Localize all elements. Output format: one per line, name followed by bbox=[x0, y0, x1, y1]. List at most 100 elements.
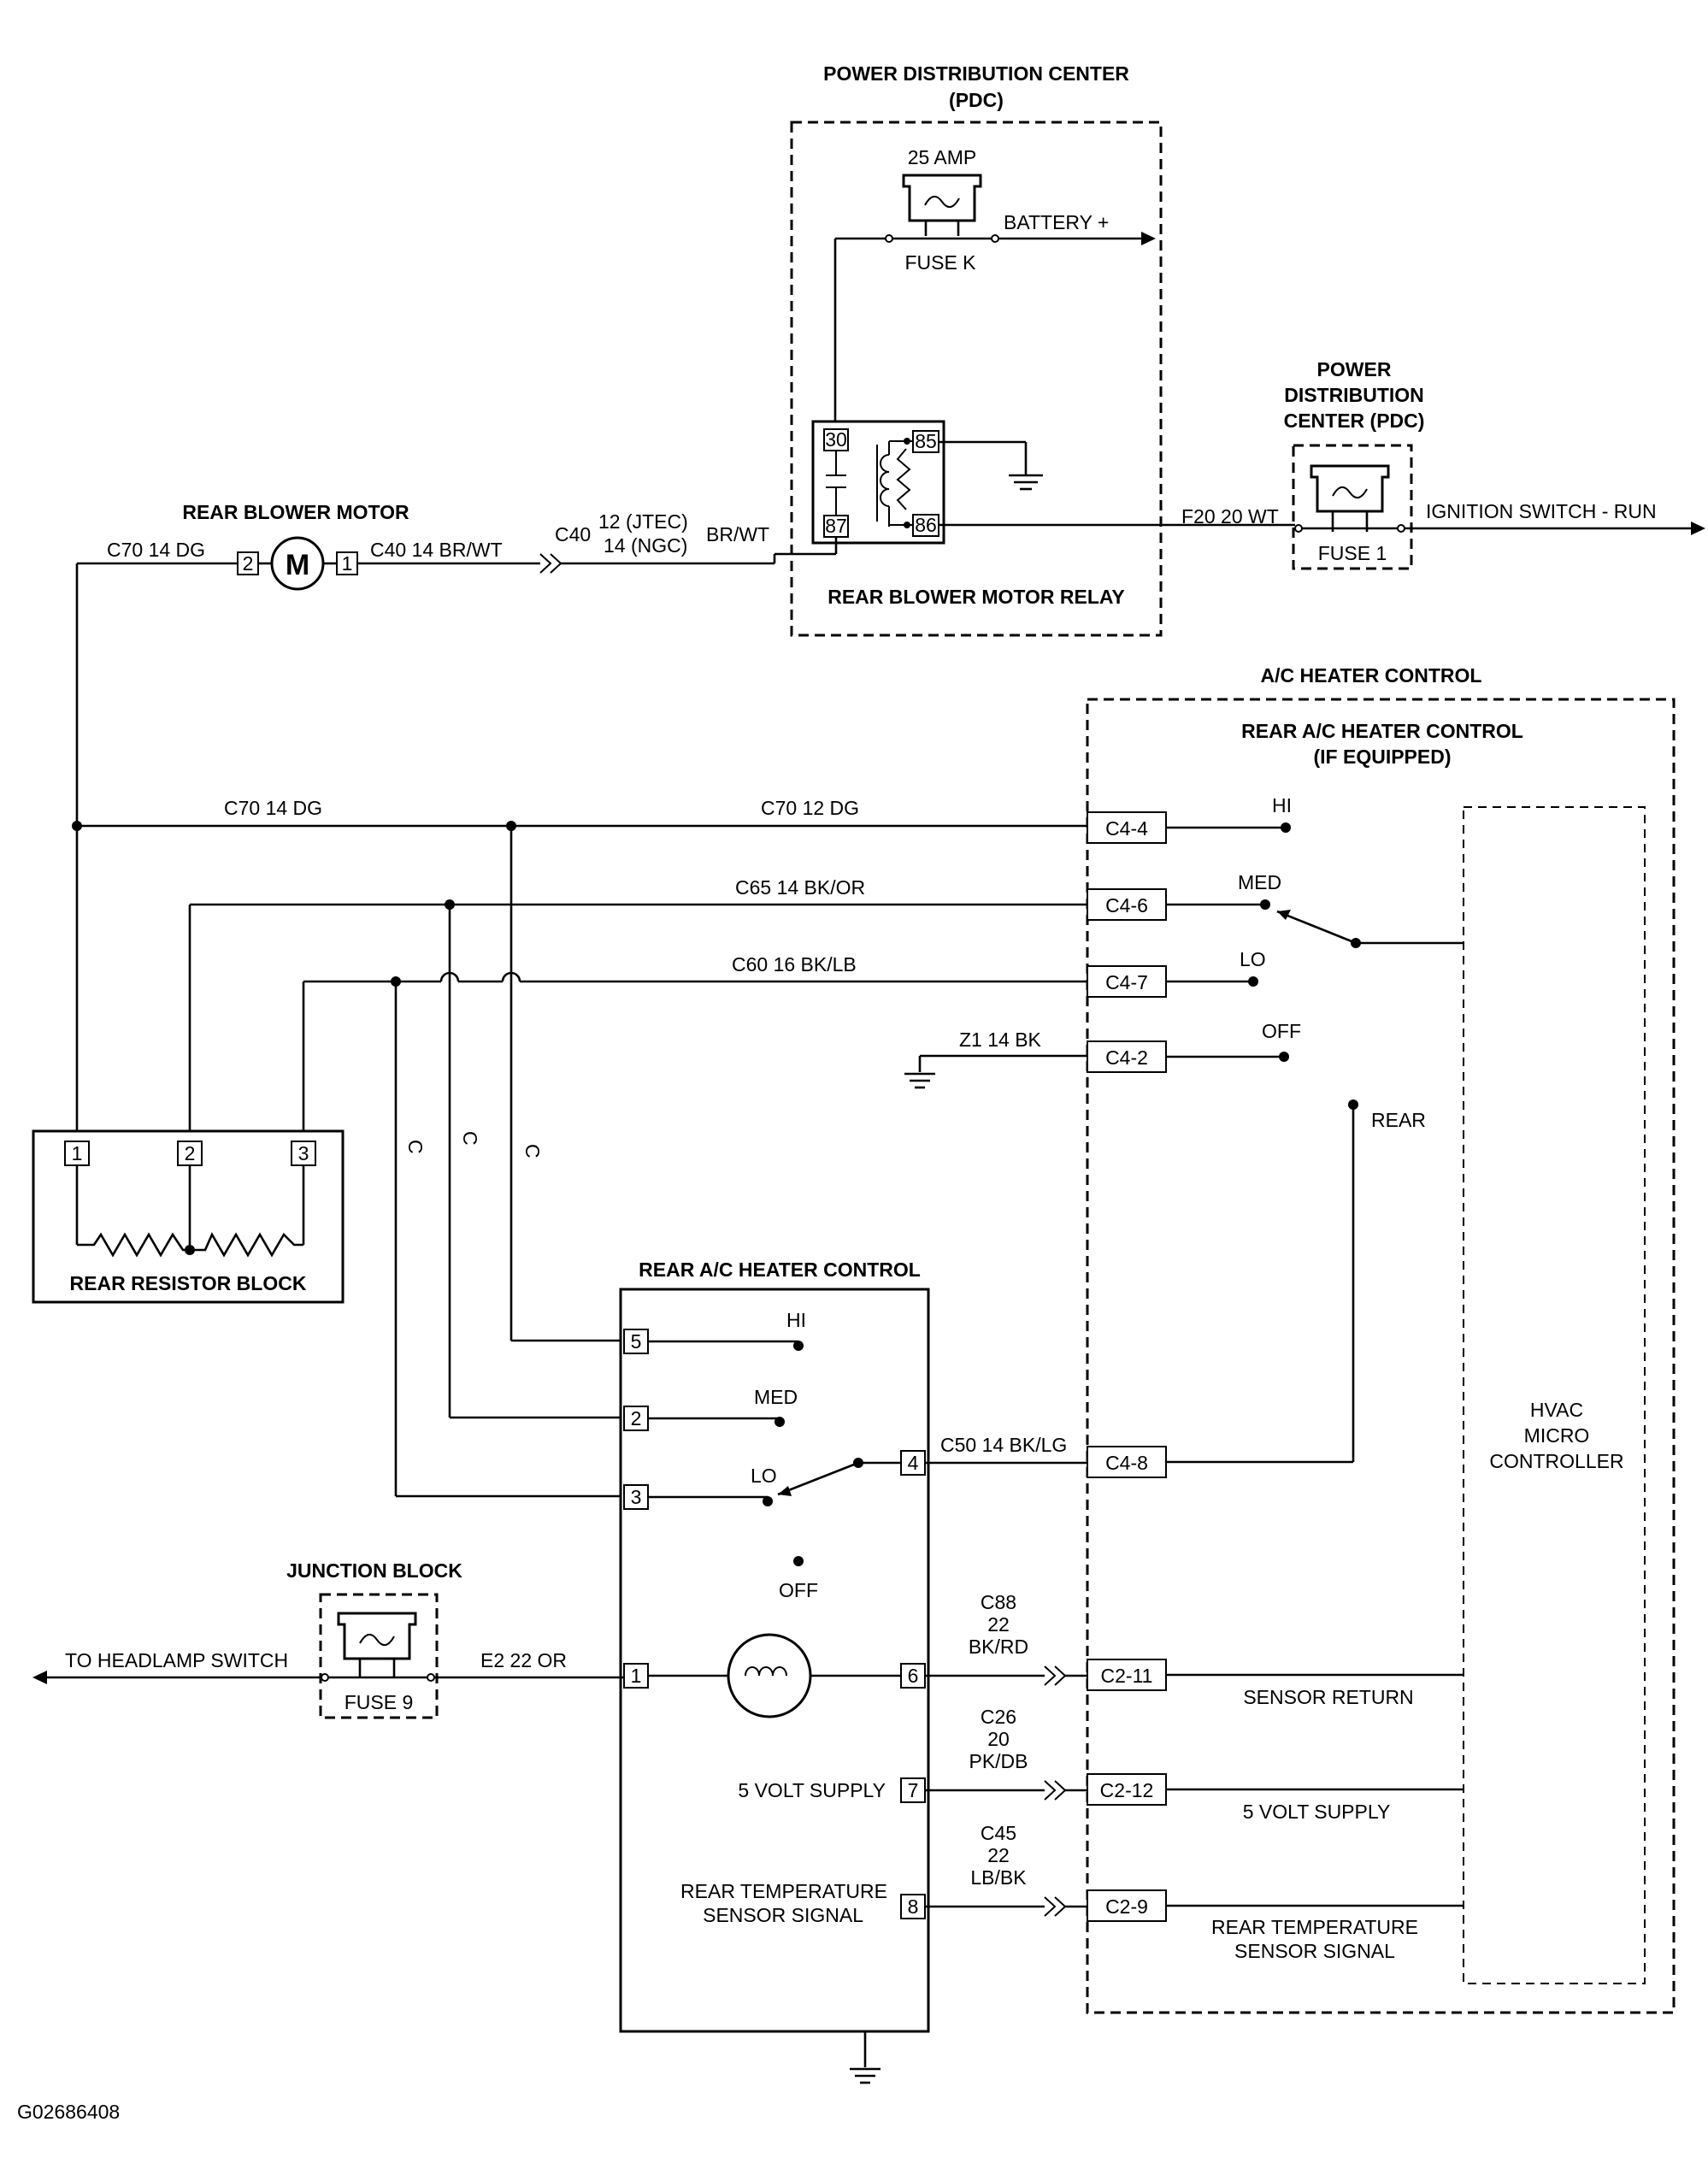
wire-c-label-2: C bbox=[459, 1131, 481, 1146]
pdc-fuse1-title-3: CENTER (PDC) bbox=[1284, 410, 1425, 432]
junction-boundary bbox=[319, 1593, 439, 1719]
micro-label-3: CONTROLLER bbox=[1489, 1450, 1623, 1472]
wire-c40-relay: C40 bbox=[555, 523, 591, 545]
connector-c2-9 bbox=[1087, 1889, 1167, 1922]
relay-title: REAR BLOWER MOTOR RELAY bbox=[827, 586, 1125, 608]
rear-pin-6: 6 bbox=[908, 1665, 919, 1687]
ac-control-title: A/C HEATER CONTROL bbox=[1261, 664, 1482, 687]
fuse-9-label: FUSE 9 bbox=[345, 1691, 414, 1713]
connector-c2-11-label: C2-11 bbox=[1101, 1665, 1153, 1687]
blower-title: REAR BLOWER MOTOR bbox=[182, 501, 409, 523]
wire-c-label-3: C bbox=[521, 1144, 544, 1158]
motor-pin-1: 1 bbox=[342, 552, 353, 575]
rear-med: MED bbox=[754, 1386, 798, 1408]
blower-motor: REAR BLOWER MOTOR M 2 1 C70 14 DG C40 14… bbox=[75, 501, 776, 1131]
wire-c88-gauge: 22 bbox=[987, 1613, 1010, 1636]
wire-c-label-1: C bbox=[404, 1140, 427, 1154]
wire-c50: C50 14 BK/LG bbox=[940, 1434, 1067, 1456]
pdc-fuse1-module: POWER DISTRIBUTION CENTER (PDC) FUSE 1 F… bbox=[1181, 358, 1705, 570]
connector-c2-9-label: C2-9 bbox=[1105, 1895, 1148, 1918]
connector-c4-8-label: C4-8 bbox=[1105, 1452, 1148, 1474]
switch-lo: LO bbox=[1240, 948, 1266, 970]
volt-supply-left: 5 VOLT SUPPLY bbox=[738, 1779, 886, 1801]
rear-pin-5: 5 bbox=[631, 1330, 642, 1353]
resistor-title: REAR RESISTOR BLOCK bbox=[70, 1272, 307, 1294]
rear-ac-heater-control: REAR A/C HEATER CONTROL 5 2 3 4 1 6 7 8 … bbox=[619, 1258, 930, 2084]
temp-signal-left-2: SENSOR SIGNAL bbox=[703, 1904, 863, 1926]
wire-c40-motor: C40 14 BR/WT bbox=[370, 539, 503, 561]
pdc-fuse1-title-2: DISTRIBUTION bbox=[1284, 384, 1424, 406]
fuse-9-icon bbox=[337, 1612, 417, 1677]
ac-subtitle-2: (IF EQUIPPED) bbox=[1313, 746, 1451, 768]
sensor-wires: C50 14 BK/LG C88 22 BK/RD C26 20 PK/DB C… bbox=[925, 1434, 1087, 1917]
relay-pin-85: 85 bbox=[915, 430, 937, 452]
wire-e2: E2 22 OR bbox=[480, 1649, 567, 1671]
pdc-boundary bbox=[790, 121, 1163, 637]
wire-c88-color: BK/RD bbox=[969, 1636, 1028, 1658]
ignition-switch-run: IGNITION SWITCH - RUN bbox=[1426, 500, 1657, 522]
connector-c4-6 bbox=[1087, 888, 1167, 921]
junction-title: JUNCTION BLOCK bbox=[286, 1559, 462, 1582]
relay-pin-87: 87 bbox=[825, 515, 847, 537]
rear-pin-1: 1 bbox=[631, 1665, 642, 1687]
wire-c40-ngc: 14 (NGC) bbox=[604, 534, 687, 557]
fuse-1-label: FUSE 1 bbox=[1318, 542, 1387, 564]
fuse-1-icon bbox=[1310, 464, 1390, 532]
connector-c4-4 bbox=[1087, 811, 1167, 844]
rear-pin-8: 8 bbox=[908, 1895, 919, 1918]
rear-pin-7: 7 bbox=[908, 1779, 919, 1801]
pdc-title: POWER DISTRIBUTION CENTER bbox=[823, 62, 1129, 85]
ac-heater-control: A/C HEATER CONTROL REAR A/C HEATER CONTR… bbox=[1086, 664, 1676, 2014]
wire-c45-gauge: 22 bbox=[987, 1844, 1010, 1866]
wire-z1: Z1 14 BK bbox=[959, 1029, 1042, 1051]
battery-label: BATTERY + bbox=[1004, 211, 1109, 233]
resistor-pin-2: 2 bbox=[185, 1142, 196, 1164]
motor-symbol: M bbox=[286, 549, 309, 581]
rear-resistor-block: 1 2 3 REAR RESISTOR BLOCK bbox=[32, 1129, 345, 1304]
figure-id: G02686408 bbox=[17, 2101, 120, 2123]
connector-c4-2-label: C4-2 bbox=[1105, 1046, 1148, 1069]
wire-c70-left: C70 14 DG bbox=[224, 797, 322, 819]
relay-pin-30: 30 bbox=[825, 428, 847, 451]
pdc-fuse1-title-1: POWER bbox=[1317, 358, 1392, 380]
pdc-fuse1-boundary bbox=[1292, 444, 1413, 570]
switch-rear: REAR bbox=[1371, 1109, 1426, 1131]
wire-c40-jtec: 12 (JTEC) bbox=[598, 510, 688, 533]
wire-c45-name: C45 bbox=[981, 1822, 1016, 1844]
sensor-return: SENSOR RETURN bbox=[1243, 1686, 1413, 1708]
wire-c60: C60 16 BK/LB bbox=[732, 953, 857, 976]
temp-signal-right-2: SENSOR SIGNAL bbox=[1234, 1940, 1395, 1962]
rear-pin-2: 2 bbox=[631, 1407, 642, 1429]
wire-f20: F20 20 WT bbox=[1181, 505, 1279, 528]
micro-label-1: HVAC bbox=[1530, 1399, 1583, 1421]
pdc-title-sub: (PDC) bbox=[949, 89, 1004, 111]
connector-c4-7-label: C4-7 bbox=[1105, 971, 1148, 993]
ac-control-boundary bbox=[1086, 698, 1676, 2014]
wire-c88-name: C88 bbox=[981, 1591, 1016, 1613]
rear-off: OFF bbox=[779, 1579, 818, 1601]
rear-lo: LO bbox=[751, 1465, 777, 1487]
connector-c4-4-label: C4-4 bbox=[1105, 817, 1148, 840]
to-headlamp-switch: TO HEADLAMP SWITCH bbox=[65, 1649, 288, 1671]
switch-med: MED bbox=[1238, 871, 1281, 893]
pdc-module: POWER DISTRIBUTION CENTER (PDC) 25 AMP B… bbox=[774, 62, 1295, 637]
wire-c40-color: BR/WT bbox=[706, 523, 769, 545]
volt-supply-right: 5 VOLT SUPPLY bbox=[1243, 1801, 1391, 1823]
temp-signal-right-1: REAR TEMPERATURE bbox=[1211, 1916, 1418, 1938]
junction-block: JUNCTION BLOCK FUSE 9 TO HEADLAMP SWITCH… bbox=[32, 1559, 624, 1719]
resistor-pin-3: 3 bbox=[298, 1142, 309, 1164]
wire-c26-gauge: 20 bbox=[987, 1728, 1010, 1750]
connector-c4-7 bbox=[1087, 965, 1167, 998]
rear-pin-4: 4 bbox=[908, 1452, 919, 1474]
hvac-micro-controller bbox=[1463, 806, 1646, 1984]
relay-pin-86: 86 bbox=[915, 514, 937, 536]
wire-c26-name: C26 bbox=[981, 1706, 1016, 1728]
temperature-sensor-icon bbox=[727, 1633, 812, 1718]
wire-c70-right: C70 12 DG bbox=[761, 797, 859, 819]
micro-label-2: MICRO bbox=[1524, 1424, 1590, 1447]
rear-hi: HI bbox=[786, 1309, 806, 1331]
wire-c70-motor: C70 14 DG bbox=[107, 539, 205, 561]
fuse-k-rating: 25 AMP bbox=[908, 146, 977, 168]
fuse-k-icon bbox=[902, 174, 982, 236]
